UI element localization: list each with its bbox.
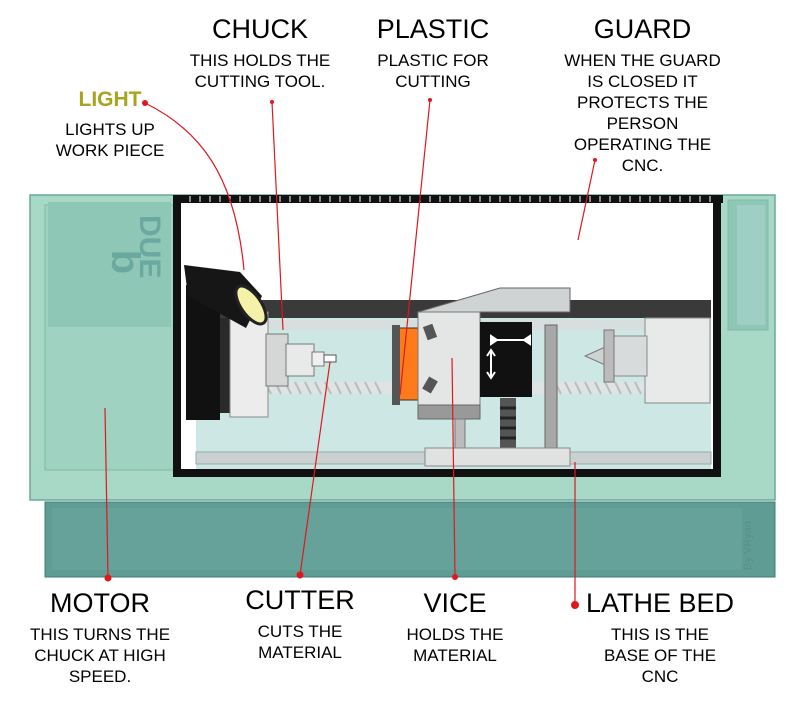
vice-title: VICE: [423, 588, 487, 618]
leader-plastic: [399, 99, 431, 396]
lathe-bed-title: LATHE BED: [585, 588, 735, 618]
light-title: LIGHT: [78, 88, 142, 111]
leader-vice: [451, 357, 456, 578]
chuck-title: CHUCK: [211, 14, 308, 44]
cutter-bit: [323, 354, 337, 363]
plastic-backing: [392, 325, 400, 405]
brand-logo: b: [103, 250, 147, 274]
cutter-title: CUTTER: [245, 585, 355, 615]
leader-motor: [104, 407, 109, 579]
leader-cutter: [299, 361, 331, 576]
headstock: [229, 311, 269, 418]
tool-holder: [311, 351, 325, 367]
lathe-bed-inner: [52, 508, 742, 570]
motor-title: MOTOR: [50, 588, 150, 618]
leader-lines: [104, 99, 596, 605]
work-light: [184, 265, 268, 328]
guard-title: GUARD: [593, 14, 692, 44]
tailstock: [583, 317, 711, 404]
vice: [417, 287, 571, 467]
brand-panel: [48, 202, 171, 327]
chuck-jaw: [285, 343, 315, 377]
right-post: [737, 205, 765, 325]
leader-chuck: [271, 101, 284, 331]
author-credit: By VRyan: [742, 521, 754, 570]
leader-light: [144, 102, 245, 271]
leader-dots: [104, 98, 597, 609]
chuck: [265, 333, 289, 387]
brand-text: DUE: [133, 215, 166, 278]
plastic-title: PLASTIC: [376, 14, 490, 44]
leader-guard: [577, 159, 596, 241]
